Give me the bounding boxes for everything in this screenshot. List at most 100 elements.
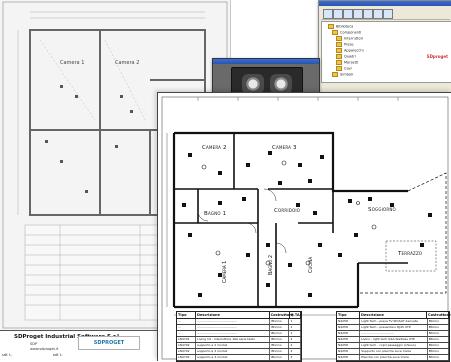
legend-cell: Bticino: [270, 325, 290, 330]
folder-icon: [332, 72, 338, 77]
folder-icon: [328, 24, 334, 29]
folder-icon: [332, 30, 338, 35]
front-drawing-sheet: Camera 2 Camera 3 Bagno 1 Corridoio Sogg…: [157, 92, 451, 362]
room-label-bagno-1: Bagno 1: [204, 211, 227, 217]
legend-cell: 1: [289, 325, 301, 330]
library-titlebar[interactable]: [319, 1, 451, 6]
legend-table-left: Tipo Descrizione Costruttore Q.TA ......…: [176, 311, 302, 362]
legend-cell: Bticino: [270, 343, 290, 348]
legend-cell: ........................................…: [196, 319, 271, 324]
library-tree[interactable]: Biblioteca Componenti Interruttori Prese…: [321, 21, 451, 83]
tree-item[interactable]: Prese: [336, 42, 354, 47]
legend-cell: N4258: [337, 337, 361, 342]
legend-cell: 4: [289, 337, 301, 342]
legend-cell: Bticino: [270, 337, 290, 342]
legend-cell: 2: [289, 349, 301, 354]
legend-cell: N4258: [337, 331, 361, 336]
legend-cell: 2: [289, 343, 301, 348]
tree-item[interactable]: Cavi: [336, 66, 352, 71]
copy-icon[interactable]: [353, 9, 363, 19]
legend-cell: LN4702: [177, 355, 197, 360]
sdproget-logo: SDPROGET: [78, 336, 140, 350]
back-room-label: Camera 1: [60, 60, 85, 66]
legend-cell: N4258: [337, 319, 361, 324]
legend-cell: ...: [177, 319, 197, 324]
room-label-corridoio: Corridoio: [274, 208, 301, 214]
title-row-left: sdf. t.: [2, 353, 12, 357]
legend-cell: Bticino: [428, 331, 449, 336]
folder-icon: [336, 54, 342, 59]
room-label-bagno-2: Bagno 2: [268, 254, 274, 275]
folder-icon: [336, 36, 342, 41]
room-label-soggiorno: Soggiorno: [368, 207, 396, 213]
legend-cell: Bticino: [428, 325, 449, 330]
library-window[interactable]: Biblioteca Componenti Interruttori Prese…: [318, 0, 451, 94]
legend-cell: ..................................: [360, 331, 428, 336]
legend-cell: Supporto con placche Luce Civile: [360, 349, 428, 354]
plugin-titlebar[interactable]: [213, 59, 319, 64]
tree-item[interactable]: Apparecchi: [336, 48, 364, 53]
legend-cell: Bticino: [270, 355, 290, 360]
tree-item[interactable]: Componenti: [332, 30, 361, 35]
open-icon[interactable]: [323, 9, 333, 19]
legend-cell: Placche con placche Luce Civile: [360, 355, 428, 360]
folder-icon: [336, 48, 342, 53]
legend-cell: N4258: [337, 355, 361, 360]
legend-header: Tipo Descrizione Costruttore Q.TA: [177, 312, 301, 319]
title-row-right: sdf. t.: [52, 353, 63, 357]
folder-icon: [336, 66, 342, 71]
title-website: www.sdproget.it: [30, 347, 59, 351]
save-icon[interactable]: [333, 9, 343, 19]
legend-cell: Light Tech - presa TV RD/SAT derivata: [360, 319, 428, 324]
legend-cell: LN4702: [177, 349, 197, 354]
legend-cell: N4258: [337, 325, 361, 330]
legend-cell: supporto a 3 moduli: [196, 355, 271, 360]
legend-cell: Bticino: [428, 355, 449, 360]
tree-item[interactable]: Quadri: [336, 54, 356, 59]
folder-icon: [336, 42, 342, 47]
tree-item[interactable]: Simboli: [332, 72, 353, 77]
legend-cell: Light tech - coprl passaggio (chiuso): [360, 343, 428, 348]
company-name: SDProget Industrial Software S.r.l.: [14, 334, 122, 340]
socket-icon: [242, 74, 264, 94]
legend-cell: Bticino: [270, 319, 290, 324]
title-row: sdf. t. sdf. t.: [2, 353, 158, 357]
legend-cell: supporto a 3 moduli: [196, 349, 271, 354]
legend-cell: Bticino: [428, 319, 449, 324]
socket-icon: [270, 74, 292, 94]
legend-cell: LN4702: [177, 343, 197, 348]
legend-cell: Bticino: [428, 343, 449, 348]
properties-icon[interactable]: [383, 9, 393, 19]
tree-item[interactable]: Biblioteca: [328, 24, 353, 29]
legend-cell: supporto a 2 moduli: [196, 343, 271, 348]
legend-row: N4258..................................B…: [337, 331, 449, 337]
floor-plan: [161, 96, 449, 360]
tree-item[interactable]: Morsetti: [336, 60, 358, 65]
legend-cell: Livino - light tech GSA feedless UTP: [360, 337, 428, 342]
room-label-camera-2: Camera 2: [202, 145, 227, 151]
room-label-cucina: Cucina: [308, 256, 314, 273]
legend-row: ........................................…: [177, 331, 301, 337]
legend-cell: ...: [177, 325, 197, 330]
legend-cell: ........................................…: [196, 325, 271, 330]
room-label-camera-1: Camera 1: [222, 260, 228, 283]
brand-label: SDproget: [426, 54, 448, 59]
room-label-camera-3: Camera 3: [272, 145, 297, 151]
legend-cell: Bticino: [428, 349, 449, 354]
delete-icon[interactable]: [373, 9, 383, 19]
folder-icon: [336, 60, 342, 65]
tree-item[interactable]: Interruttori: [336, 36, 363, 41]
title-subtitle: SDP: [30, 342, 38, 346]
legend-cell: N4258: [337, 349, 361, 354]
legend-cell: Bticino: [270, 349, 290, 354]
paste-icon[interactable]: [363, 9, 373, 19]
search-icon[interactable]: [343, 9, 353, 19]
